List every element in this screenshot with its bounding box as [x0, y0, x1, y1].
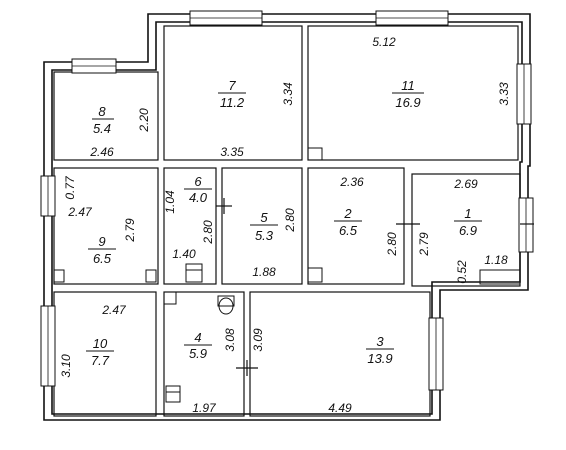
- window-top-right: [375, 10, 449, 26]
- room-area-4: 5.9: [189, 346, 207, 361]
- room-area-11: 16.9: [395, 95, 420, 110]
- column-mark-room-9-right: [145, 269, 157, 283]
- room-number-4: 4: [194, 330, 201, 345]
- toilet-room-4: [217, 295, 235, 315]
- dim-room-11-height: 3.33: [497, 82, 511, 106]
- dim-room-1-height: 2.79: [417, 232, 431, 257]
- room-number-6: 6: [194, 174, 202, 189]
- toilet-room-6: [185, 263, 203, 283]
- room-5-outline: [221, 167, 303, 285]
- room-area-7: 11.2: [220, 95, 245, 110]
- column-mark-room-11: [307, 147, 323, 161]
- dim-room-3-width: 4.49: [328, 401, 352, 415]
- dim-room-3-height: 3.09: [251, 328, 265, 352]
- window-left-middle: [40, 175, 56, 217]
- dim-room-9-height: 2.79: [123, 218, 137, 243]
- dim-room-6-height: 2.80: [201, 220, 215, 245]
- window-room-11-right: [516, 63, 532, 125]
- room-area-9: 6.5: [93, 251, 112, 266]
- dim-room-4-width: 1.97: [192, 401, 217, 415]
- room-number-7: 7: [228, 78, 236, 93]
- room-number-2: 2: [343, 206, 352, 221]
- dim-room-2-width: 2.36: [339, 175, 364, 189]
- dim-room-5-height: 2.80: [283, 208, 297, 233]
- column-mark-room-4: [163, 291, 177, 305]
- dim-room-4-height: 3.08: [223, 328, 237, 352]
- window-room-8: [71, 58, 117, 74]
- dim-room-11-width: 5.12: [372, 35, 396, 49]
- room-9-outline: [53, 167, 159, 285]
- room-area-10: 7.7: [91, 353, 110, 368]
- room-7-outline: [163, 25, 303, 161]
- room-area-8: 5.4: [93, 121, 111, 136]
- dim-room-7-height: 3.34: [281, 82, 295, 106]
- dim-room-9-width: 2.47: [67, 205, 93, 219]
- dim-room-6-width: 1.40: [172, 247, 196, 261]
- room-2-outline: [307, 167, 405, 285]
- column-mark-room-9: [53, 269, 65, 283]
- dim-room-7-width: 3.35: [220, 145, 244, 159]
- room-4-outline: [163, 291, 245, 417]
- room-number-5: 5: [260, 210, 268, 225]
- room-area-5: 5.3: [255, 228, 274, 243]
- room-number-9: 9: [98, 234, 105, 249]
- dim-room-1-closet-height: 0.52: [455, 260, 469, 284]
- dim-room-2-height: 2.80: [385, 232, 399, 257]
- dim-room-5-width: 1.88: [252, 265, 276, 279]
- room-number-10: 10: [93, 336, 108, 351]
- dim-room-1-width: 2.69: [453, 177, 478, 191]
- window-left-lower: [40, 305, 56, 387]
- room-area-3: 13.9: [367, 351, 392, 366]
- dim-room-10-height: 3.10: [59, 354, 73, 378]
- column-mark-room-2: [307, 267, 323, 283]
- window-room-3-right: [428, 317, 444, 391]
- column-mark-room-1: [479, 269, 521, 285]
- dim-room-8-height: 2.20: [137, 108, 151, 133]
- dim-room-8-width: 2.46: [89, 145, 114, 159]
- washer-room-4: [165, 385, 181, 403]
- window-room-1-right: [518, 197, 534, 253]
- room-area-1: 6.9: [459, 223, 477, 238]
- room-number-1: 1: [464, 206, 471, 221]
- dim-room-1-closet-width: 1.18: [484, 253, 508, 267]
- dim-room-6-top-offset: 1.04: [163, 190, 177, 214]
- room-number-3: 3: [376, 334, 384, 349]
- window-top-left: [189, 10, 263, 26]
- room-area-6: 4.0: [189, 190, 208, 205]
- dim-room-9-top-offset: 0.77: [63, 175, 77, 200]
- room-number-8: 8: [98, 104, 106, 119]
- room-6-outline: [163, 167, 217, 285]
- room-number-11: 11: [401, 78, 415, 93]
- dim-room-10-width: 2.47: [101, 303, 127, 317]
- room-area-2: 6.5: [339, 223, 358, 238]
